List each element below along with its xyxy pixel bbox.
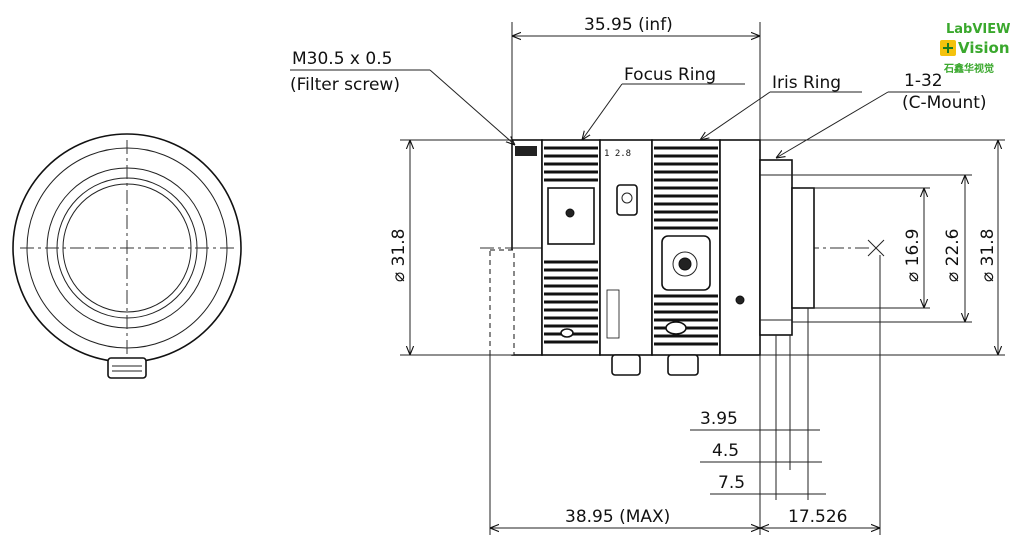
dim-d-22-6: ⌀ 22.6 xyxy=(943,229,963,283)
dim-left-diameter: ⌀ 31.8 xyxy=(389,229,409,283)
focus-ring-knurl xyxy=(544,146,598,344)
dim-bottom-length: 38.95 (MAX) xyxy=(565,507,670,527)
dim-d-31-8: ⌀ 31.8 xyxy=(978,229,998,283)
dim-mount-note: (C-Mount) xyxy=(902,93,987,113)
dim-7-5: 7.5 xyxy=(718,473,745,493)
dim-filter-note: (Filter screw) xyxy=(290,75,400,95)
label-focus-ring: Focus Ring xyxy=(624,65,716,85)
dim-d-16-9: ⌀ 16.9 xyxy=(903,229,923,283)
label-iris-ring: Iris Ring xyxy=(772,73,841,93)
logo-line-2: Vision xyxy=(958,39,1010,57)
logo-line-1: LabVIEW xyxy=(946,22,1011,37)
plus-icon xyxy=(940,40,956,56)
side-view: 1 2.8 xyxy=(480,139,885,376)
svg-text:1 2.8: 1 2.8 xyxy=(604,149,631,159)
iris-ring-knurl xyxy=(654,146,718,346)
dimension-lines xyxy=(290,22,1005,535)
dim-mount-thread: 1-32 xyxy=(904,71,943,91)
front-view xyxy=(12,133,242,379)
dim-filter-thread: M30.5 x 0.5 xyxy=(292,49,392,69)
brand-logo: LabVIEW Vision 石鑫华视觉 xyxy=(940,22,1030,82)
dim-back-focus: 17.526 xyxy=(788,507,847,527)
logo-line-3: 石鑫华视觉 xyxy=(944,64,994,75)
dim-3-95: 3.95 xyxy=(700,409,738,429)
dim-4-5: 4.5 xyxy=(712,441,739,461)
dim-top-length: 35.95 (inf) xyxy=(584,15,673,35)
